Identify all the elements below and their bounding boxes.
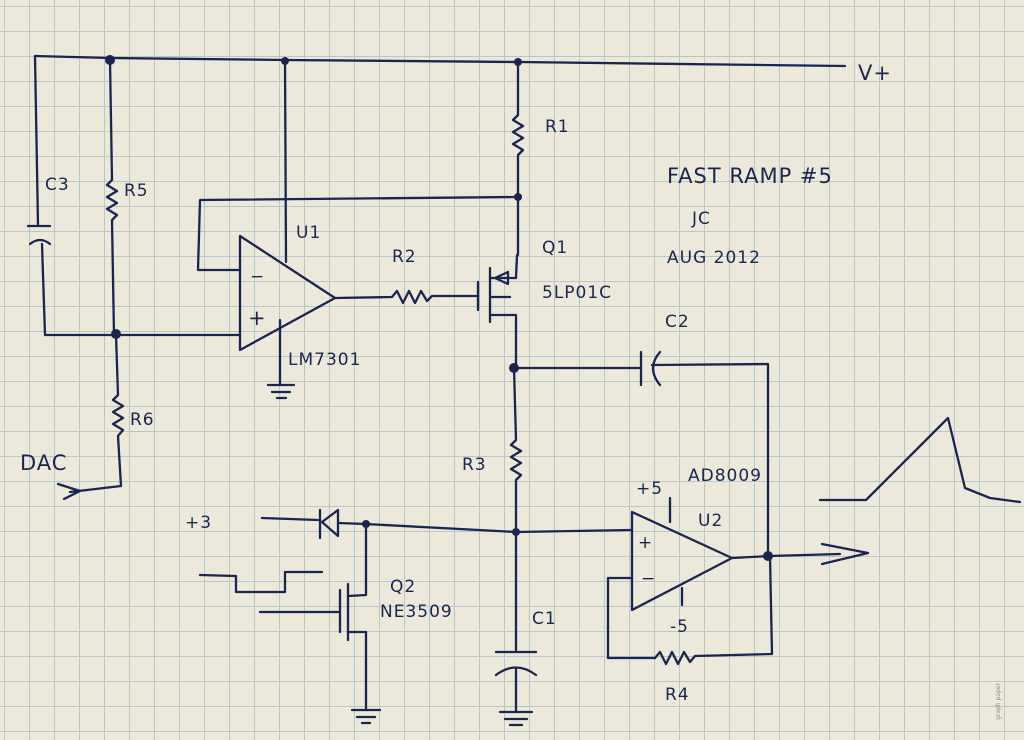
diode bbox=[260, 508, 518, 540]
c2-label: C2 bbox=[665, 312, 690, 332]
q2-part-label: NE3509 bbox=[380, 602, 453, 622]
u1-opamp bbox=[114, 58, 520, 400]
date: AUG 2012 bbox=[667, 248, 761, 268]
r6-resistor bbox=[111, 333, 125, 488]
gate-pulse-waveform bbox=[198, 570, 324, 594]
vplus-label: V+ bbox=[858, 61, 892, 85]
r1-resistor bbox=[511, 60, 525, 257]
dac-label: DAC bbox=[20, 451, 67, 475]
r3-resistor bbox=[509, 366, 523, 536]
u2-opamp bbox=[514, 496, 870, 660]
u2-part-label: AD8009 bbox=[688, 466, 762, 486]
dac-input bbox=[56, 482, 123, 501]
c3-label: C3 bbox=[45, 175, 70, 195]
u1-minus-pin: − bbox=[250, 267, 265, 287]
q2-transistor bbox=[258, 522, 382, 725]
author: JC bbox=[691, 209, 711, 229]
c2-capacitor bbox=[512, 350, 770, 558]
r4-label: R4 bbox=[665, 685, 690, 705]
r2-label: R2 bbox=[392, 247, 417, 267]
minus5-label: -5 bbox=[670, 617, 689, 637]
r1-label: R1 bbox=[545, 117, 570, 137]
r5-label: R5 bbox=[124, 181, 149, 201]
q1-label: Q1 bbox=[542, 238, 568, 258]
output-ramp-waveform bbox=[818, 416, 1022, 504]
c1-capacitor bbox=[494, 530, 538, 727]
vplus-rail bbox=[33, 54, 847, 68]
u2-plus-pin: + bbox=[638, 533, 653, 553]
r5-resistor bbox=[105, 58, 121, 339]
r4-resistor bbox=[653, 554, 774, 666]
u1-part-label: LM7301 bbox=[288, 350, 361, 370]
q2-label: Q2 bbox=[390, 577, 416, 597]
u1-label: U1 bbox=[296, 223, 321, 243]
q1-part-label: 5LP01C bbox=[542, 283, 612, 303]
u2-label: U2 bbox=[698, 511, 723, 531]
q1-mosfet bbox=[476, 253, 519, 347]
plus5-label: +5 bbox=[636, 479, 663, 499]
c1-label: C1 bbox=[532, 609, 557, 629]
u1-plus-pin: + bbox=[248, 306, 267, 330]
margin-note: graph paper bbox=[995, 683, 1002, 720]
r3-label: R3 bbox=[462, 455, 487, 475]
plus3-label: +3 bbox=[185, 513, 212, 533]
c3-capacitor bbox=[26, 54, 120, 337]
title: FAST RAMP #5 bbox=[667, 164, 833, 188]
r6-label: R6 bbox=[130, 410, 155, 430]
r2-resistor bbox=[333, 289, 480, 305]
u2-minus-pin: − bbox=[641, 569, 656, 589]
